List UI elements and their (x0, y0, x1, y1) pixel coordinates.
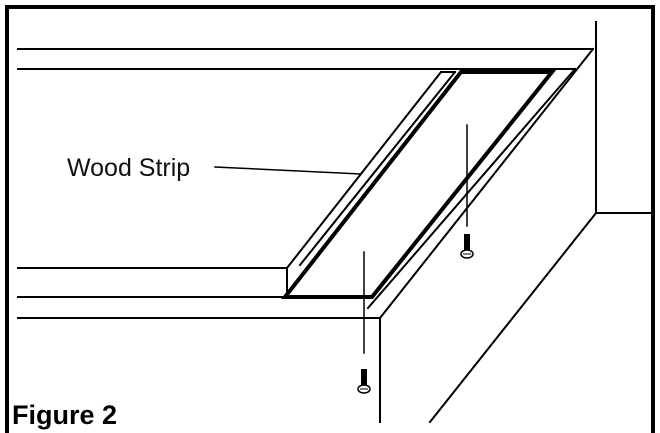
side-panel-diagonal (428, 211, 598, 424)
wood-strip-leader (214, 166, 361, 175)
back-post (595, 21, 654, 214)
wood-strip-edge-2 (298, 70, 457, 267)
wood-strip-label: Wood Strip (67, 154, 190, 182)
rim-right-inner (366, 67, 577, 310)
screw-icon (357, 369, 371, 394)
shelf-line (17, 267, 288, 298)
recess-opening (280, 70, 557, 299)
rim-right-outer (378, 47, 595, 320)
figure-caption: Figure 2 (12, 400, 117, 430)
screw-icon (460, 234, 474, 259)
wood-strip-edge-1 (285, 70, 443, 270)
